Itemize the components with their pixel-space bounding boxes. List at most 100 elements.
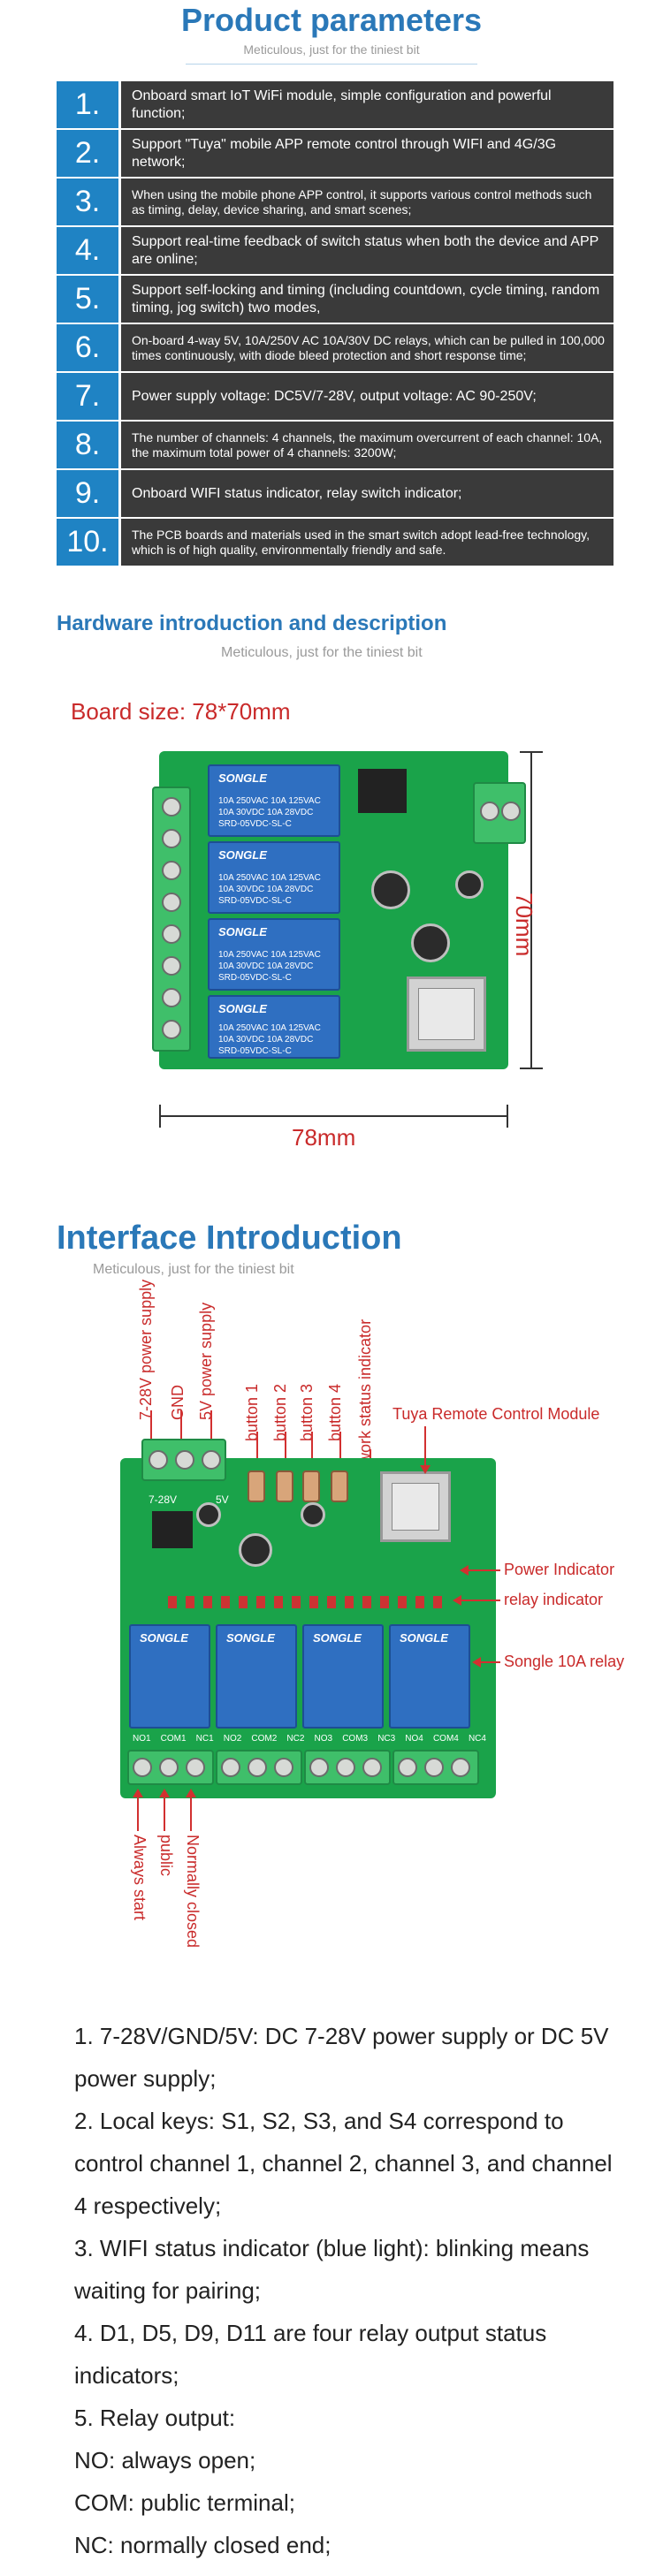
output-terminal <box>392 1750 479 1785</box>
relay: SONGLE 10A 250VAC 10A 125VAC 10A 30VDC 1… <box>208 918 340 991</box>
arrow-down-icon <box>420 1465 431 1474</box>
arrow-up-icon <box>159 1789 170 1797</box>
height-dimension-line <box>530 751 532 1069</box>
screw-icon <box>309 1758 329 1777</box>
screw-icon <box>274 1758 293 1777</box>
terminal-label: COM2 <box>251 1734 278 1744</box>
terminal-label: NO1 <box>133 1734 151 1744</box>
relay: SONGLE 10A 250VAC 10A 125VAC 10A 30VDC 1… <box>208 995 340 1059</box>
button-s2[interactable] <box>276 1470 293 1502</box>
capacitor <box>411 923 450 962</box>
params-header: Product parameters Meticulous, just for … <box>0 0 663 65</box>
param-text: When using the mobile phone APP control,… <box>121 179 613 225</box>
screw-icon <box>336 1758 355 1777</box>
relay-spec: 10A 250VAC 10A 125VAC <box>218 950 321 960</box>
screw-icon <box>162 1020 181 1039</box>
screw-icon <box>221 1758 240 1777</box>
relay-spec: 10A 30VDC 10A 28VDC <box>218 1035 314 1045</box>
arrow-left-icon <box>453 1595 461 1606</box>
relay-brand: SONGLE <box>400 1631 448 1645</box>
relay-brand: SONGLE <box>313 1631 362 1645</box>
param-text: On-board 4-way 5V, 10A/250V AC 10A/30V D… <box>121 324 613 371</box>
param-row: 9.Onboard WIFI status indicator, relay s… <box>57 470 613 517</box>
relay-brand: SONGLE <box>218 925 267 938</box>
terminal-label: NO4 <box>405 1734 423 1744</box>
param-number: 3. <box>57 179 118 225</box>
param-row: 5.Support self-locking and timing (inclu… <box>57 276 613 323</box>
label-5v: 5V power supply <box>197 1302 215 1420</box>
screw-icon <box>424 1758 444 1777</box>
note-item: COM: public terminal; <box>74 2489 295 2516</box>
param-text: Support "Tuya" mobile APP remote control… <box>121 130 613 177</box>
button-s3[interactable] <box>302 1470 320 1502</box>
terminal-label: COM4 <box>432 1734 459 1744</box>
param-number: 7. <box>57 373 118 420</box>
button-s4[interactable] <box>331 1470 348 1502</box>
screw-icon <box>162 861 181 880</box>
note-item: NO: always open; <box>74 2447 256 2473</box>
label-public: public <box>157 1835 175 1877</box>
param-text: The PCB boards and materials used in the… <box>121 519 613 566</box>
terminal-label: NO2 <box>223 1734 242 1744</box>
param-text: Power supply voltage: DC5V/7-28V, output… <box>121 373 613 420</box>
param-row: 4.Support real-time feedback of switch s… <box>57 227 613 274</box>
arrow <box>190 1796 192 1831</box>
label-relay-indicator: relay indicator <box>504 1591 604 1608</box>
terminal-label: NC3 <box>377 1734 396 1744</box>
relay: SONGLE <box>129 1624 210 1729</box>
note-item: 4. D1, D5, D9, D11 are four relay output… <box>74 2320 547 2389</box>
arrow <box>461 1600 500 1601</box>
label-button-2: button 2 <box>271 1383 289 1441</box>
note-item: NC: normally closed end; <box>74 2532 332 2558</box>
arrow-left-icon <box>460 1565 469 1576</box>
arrow <box>256 1432 258 1463</box>
param-number: 5. <box>57 276 118 323</box>
terminal-label: NO3 <box>314 1734 333 1744</box>
arrow <box>180 1410 182 1448</box>
notes-list: 1. 7-28V/GND/5V: DC 7-28V power supply o… <box>74 2015 622 2566</box>
param-number: 1. <box>57 81 118 128</box>
relay-spec: SRD-05VDC-SL-C <box>218 896 292 906</box>
relay: SONGLE <box>389 1624 470 1729</box>
arrow-left-icon <box>472 1657 481 1668</box>
label-work-status: work status indicator <box>356 1318 374 1464</box>
arrow <box>164 1796 165 1831</box>
note-item: 1. 7-28V/GND/5V: DC 7-28V power supply o… <box>74 2023 609 2092</box>
screw-icon <box>186 1758 205 1777</box>
screw-icon <box>159 1758 179 1777</box>
param-number: 10. <box>57 519 118 566</box>
terminal-label: NC2 <box>286 1734 305 1744</box>
relay-spec: SRD-05VDC-SL-C <box>218 819 292 829</box>
param-number: 8. <box>57 422 118 468</box>
param-number: 9. <box>57 470 118 517</box>
relay-brand: SONGLE <box>218 1002 267 1015</box>
arrow <box>137 1796 139 1831</box>
interface-subtitle: Meticulous, just for the tiniest bit <box>93 1262 294 1277</box>
width-label: 78mm <box>292 1124 356 1151</box>
relay-brand: SONGLE <box>140 1631 188 1645</box>
width-dimension-line <box>159 1115 508 1117</box>
terminal-label: COM1 <box>160 1734 187 1744</box>
relay-spec: 10A 250VAC 10A 125VAC <box>218 873 321 883</box>
regulator-chip <box>358 769 407 813</box>
note-item: 3. WIFI status indicator (blue light): b… <box>74 2235 590 2304</box>
screw-icon <box>202 1450 221 1470</box>
screw-icon <box>149 1450 168 1470</box>
relay: SONGLE 10A 250VAC 10A 125VAC 10A 30VDC 1… <box>208 841 340 914</box>
arrow-up-icon <box>133 1789 143 1797</box>
dimension-tick <box>520 1068 543 1069</box>
tuya-wifi-module <box>380 1471 451 1542</box>
arrow <box>469 1569 500 1571</box>
param-text: Onboard smart IoT WiFi module, simple co… <box>121 81 613 128</box>
screw-icon <box>451 1758 470 1777</box>
relay-spec: SRD-05VDC-SL-C <box>218 973 292 983</box>
capacitor <box>239 1533 272 1567</box>
hardware-subtitle: Meticulous, just for the tiniest bit <box>221 645 423 660</box>
params-subtitle: Meticulous, just for the tiniest bit <box>243 42 420 57</box>
arrow <box>210 1410 212 1448</box>
button-s1[interactable] <box>248 1470 265 1502</box>
dimension-tick <box>159 1105 161 1128</box>
screw-icon <box>501 802 521 821</box>
param-number: 4. <box>57 227 118 274</box>
relay: SONGLE <box>302 1624 384 1729</box>
